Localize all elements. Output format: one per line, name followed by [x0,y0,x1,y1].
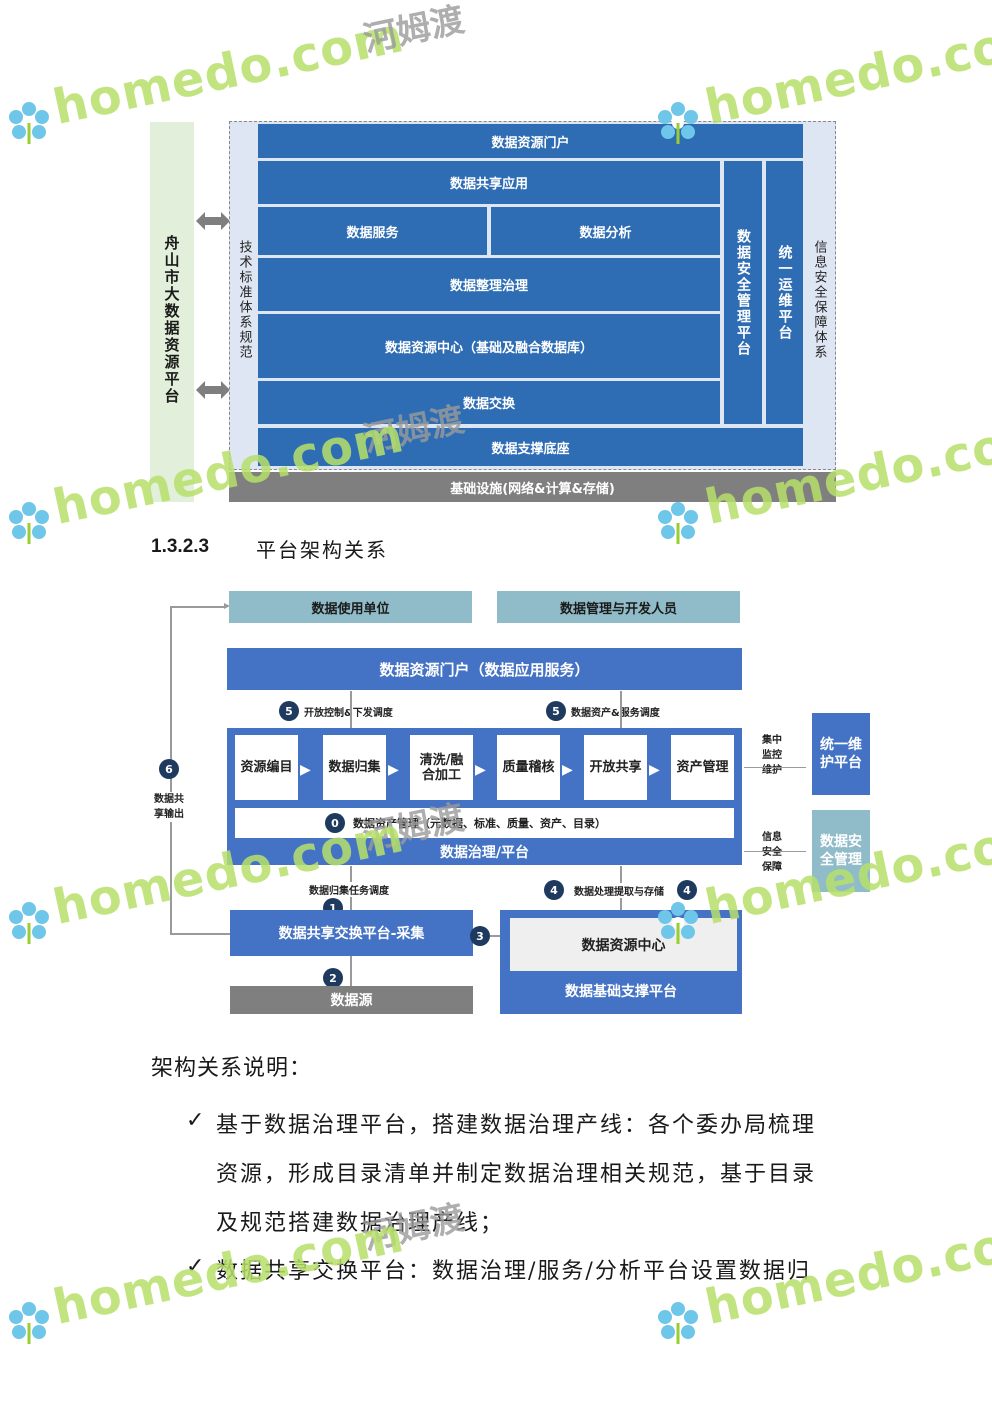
step-6-badge: 6 [159,759,179,779]
portal-block: 数据资源门户 [258,124,803,158]
flower-logo-icon [9,1302,49,1344]
stage-open: 开放共享 [584,735,647,800]
step-5b-label: 数据资产&服务调度 [571,708,660,719]
feedback-line-top [170,606,225,608]
stage-arrow-icon: ▶ [649,762,660,778]
step-4-label: 数据处理提取与存储 [574,883,664,898]
feedback-arrow [214,603,230,609]
flower-logo-icon [9,502,49,544]
tech-standard-label: 技术标准体系规范 [236,240,252,360]
governance-platform-label: 数据治理/平台 [439,845,530,861]
data-source-box: 数据源 [230,986,473,1014]
step-0-badge: 0 [325,813,345,833]
data-users-box: 数据使用单位 [229,591,472,623]
check-icon: ✓ [186,1108,205,1133]
watermark-cn: 河姆渡 [359,0,468,61]
step-4-badge: 4 [677,880,697,900]
info-security-guard-label: 信息安全保障 [762,832,782,873]
analysis-block: 数据分析 [491,207,720,255]
step-5a-label: 开放控制&下发调度 [304,708,393,719]
step-3-badge: 3 [470,926,490,946]
service-block: 数据服务 [258,207,487,255]
left-platform-panel [150,122,194,502]
step-5-badge: 5 [546,701,566,721]
share-output-label: 数据共享输出 [153,792,185,822]
feedback-line-bottom [170,933,230,935]
flower-logo-icon [9,902,49,944]
explanation-heading: 架构关系说明： [151,1056,313,1081]
governance-block: 数据整理治理 [258,258,720,311]
data-developers-box: 数据管理与开发人员 [497,591,740,623]
connector-3 [490,935,500,937]
bullet1-line3: 及规范搭建数据治理产线； [216,1211,505,1236]
section-title: 平台架构关系 [256,538,388,562]
section-number: 1.3.2.3 [151,536,210,557]
exchange-platform-box: 数据共享交换平台-采集 [230,910,473,956]
bullet1-line2: 资源，形成目录清单并制定数据治理相关规范，基于目录 [216,1162,817,1187]
asset-mgmt-label: 数据资产管理（元数据、标准、质量、资产、目录） [353,817,606,830]
infra-bar: 基础设施(网络&计算&存储) [229,472,836,502]
share-app-block: 数据共享应用 [258,161,720,204]
step-5-badge: 5 [279,701,299,721]
centralized-monitor-label: 集中监控维护 [762,735,782,776]
security-platform-block: 数据安全管理平台 [724,161,762,424]
stage-arrow-icon: ▶ [475,762,486,778]
watermark-brand: homedo.com [48,7,409,136]
portal-service-box: 数据资源门户（数据应用服务） [227,648,742,690]
step-4-badge: 4 [544,880,564,900]
flower-logo-icon [658,1302,698,1344]
asset-mgmt-bar: 0 数据资产管理（元数据、标准、质量、资产、目录） [235,808,734,838]
step-1-label: 数据归集任务调度 [309,882,389,897]
info-security-label: 信息安全保障体系 [811,240,827,360]
ops-platform-box: 统一维护平台 [812,713,870,795]
stage-quality: 质量稽核 [497,735,560,800]
step-2-badge: 2 [323,968,343,988]
double-arrow-icon [196,212,230,230]
stage-collect: 数据归集 [323,735,386,800]
watermark-brand: homedo.com [700,7,992,136]
stage-arrow-icon: ▶ [300,762,311,778]
stage-arrow-icon: ▶ [562,762,573,778]
security-mgmt-box: 数据安全管理 [812,810,870,892]
left-platform-label: 舟山市大数据资源平台 [162,235,181,405]
bullet2-line1: 数据共享交换平台：数据治理/服务/分析平台设置数据归 [216,1259,811,1284]
check-icon: ✓ [186,1254,205,1279]
double-arrow-icon [196,381,230,399]
flower-logo-icon [9,102,49,144]
stage-arrow-icon: ▶ [388,762,399,778]
stage-asset: 资产管理 [671,735,734,800]
flower-logo-icon [658,502,698,544]
connector-security [744,851,806,852]
stage-catalog: 资源编目 [235,735,298,800]
resource-center-block: 数据资源中心（基础及融合数据库） [258,314,720,378]
ops-platform-block: 统一运维平台 [766,161,803,424]
bullet1-line1: 基于数据治理平台，搭建数据治理产线：各个委办局梳理 [216,1113,817,1138]
governance-platform-box [227,728,742,865]
exchange-block: 数据交换 [258,381,720,424]
resource-center-box: 数据资源中心 [510,918,737,971]
support-block: 数据支撑底座 [258,428,803,466]
stage-clean: 清洗/融合加工 [410,735,473,800]
connector-5b [620,691,622,729]
connector-2 [350,956,352,986]
base-platform-label: 数据基础支撑平台 [565,984,677,1000]
connector-ops [744,767,806,768]
connector-5a [350,691,352,729]
